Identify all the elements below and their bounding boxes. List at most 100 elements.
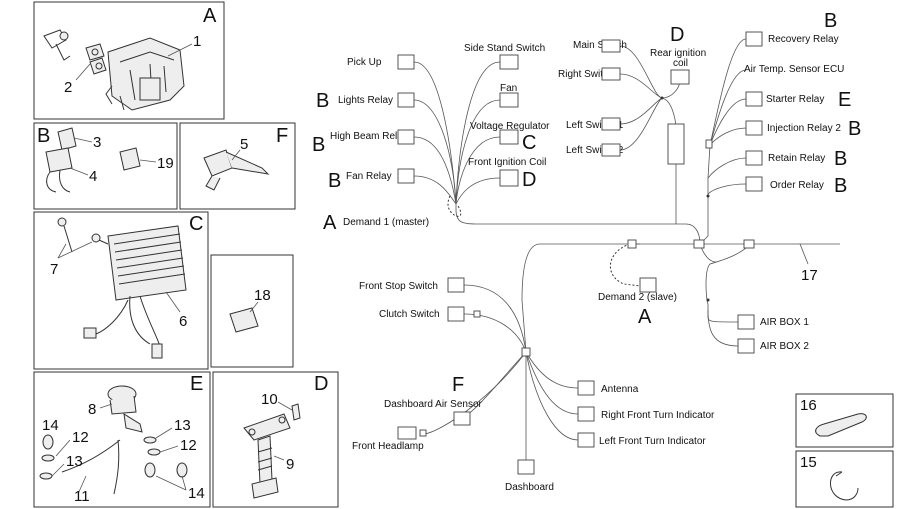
connector-starter-relay[interactable]: Starter Relay E [745,89,851,111]
callout-7: 7 [50,261,58,278]
relay-19-drawing [119,147,141,171]
strap-16-drawing [815,413,867,437]
label-front-ignition-coil: Front Ignition Coil [468,157,546,168]
panel-18: 18 [210,254,294,368]
connector-front-ignition-coil[interactable]: Front Ignition Coil D [468,157,546,191]
connector-dashboard-air-sensor[interactable]: F Dashboard Air Sensor [384,374,483,426]
panel-f: F 5 [179,122,296,210]
connector-rear-ignition-coil[interactable]: D Rear ignition coil [650,24,706,85]
callout-10: 10 [261,391,278,408]
label-air-temp-sensor-ecu: Air Temp. Sensor ECU [744,64,844,75]
callout-4: 4 [89,168,97,185]
ignition-coil-drawing [243,413,291,499]
connector-dashboard[interactable]: Dashboard [505,459,554,493]
label-lights-relay: Lights Relay [338,95,393,106]
nut-14-right-b [176,462,188,478]
label-demand-2: Demand 2 (slave) [598,292,677,303]
panel-a-frame [33,1,225,120]
callout-13b: 13 [174,417,191,434]
panel-18-frame [210,254,294,368]
air-sensor-drawing [203,149,270,191]
connector-antenna[interactable]: Antenna [577,380,639,396]
connector-clutch-switch[interactable]: Clutch Switch [379,306,481,322]
ecu-unit-drawing [105,37,185,111]
connector-side-stand-switch[interactable]: Side Stand Switch [464,43,545,70]
callout-2: 2 [64,79,72,96]
socket-wires-drawing [46,169,71,193]
connector-pick-up[interactable]: Pick Up [347,54,415,70]
letter-starter-relay: E [838,89,851,111]
connector-left-switch-1[interactable]: Left Switch 1 [566,117,624,131]
panel-c-frame [33,211,209,370]
letter-voltage-regulator: C [522,132,536,154]
bolt-10-drawing [291,403,301,421]
connector-left-front-turn-indicator[interactable]: Left Front Turn Indicator [577,432,706,448]
panel-e: E 8 14 12 13 11 13 12 14 [33,371,211,508]
starter-relay-drawing [107,385,143,433]
connector-right-switch[interactable]: Right Switch [558,67,621,81]
callout-9: 9 [286,456,294,473]
connector-lights-relay[interactable]: B Lights Relay [316,90,415,112]
label-front-stop-switch: Front Stop Switch [359,281,438,292]
connector-injection-relay-2[interactable]: Injection Relay 2 B [745,118,861,140]
letter-retain-relay: B [834,148,847,170]
connector-high-beam-relay[interactable]: B High Beam Relay [312,129,415,156]
connector-main-switch[interactable]: Main Switch [573,39,627,53]
panel-f-frame [179,122,296,210]
label-left-switch-1: Left Switch 1 [566,120,624,131]
label-right-front-turn-indicator: Right Front Turn Indicator [601,410,715,421]
label-demand-1: Demand 1 (master) [343,217,429,228]
connector-demand-1[interactable]: A Demand 1 (master) [323,212,429,234]
label-order-relay: Order Relay [770,180,824,191]
connector-recovery-relay[interactable]: Recovery Relay B [745,10,839,47]
nut-14-right-a [144,462,156,478]
label-injection-relay-2: Injection Relay 2 [767,123,841,134]
callout-1: 1 [193,33,201,50]
connector-air-box-2[interactable]: AIR BOX 2 [737,338,809,354]
label-side-stand-switch: Side Stand Switch [464,43,545,54]
panel-d-letter: D [314,373,328,395]
letter-demand-2: A [638,306,652,328]
connector-air-box-1[interactable]: AIR BOX 1 [737,314,809,330]
letter-rear-ignition-coil: D [670,24,684,46]
bolts-drawing [57,217,109,253]
clamp-15-drawing [830,471,859,501]
connector-air-temp-sensor-ecu[interactable]: Air Temp. Sensor ECU [744,64,844,75]
panel-c-letter: C [189,213,203,235]
letter-front-ignition-coil: D [522,169,536,191]
connector-right-front-turn-indicator[interactable]: Right Front Turn Indicator [577,406,715,422]
label-antenna: Antenna [601,384,639,395]
panel-16: 16 [795,393,894,448]
label-pick-up: Pick Up [347,57,382,68]
relay-socket-drawing [45,147,73,173]
right-connectors: Recovery Relay B Air Temp. Sensor ECU St… [744,10,861,197]
connector-demand-2[interactable]: Demand 2 (slave) A [598,277,677,328]
label-left-front-turn-indicator: Left Front Turn Indicator [599,436,706,447]
callout-6: 6 [179,313,187,330]
label-main-switch: Main Switch [573,40,627,51]
letter-fan-relay: B [328,170,341,192]
panel-a-letter: A [203,5,217,27]
panel-c: C 7 6 [33,211,209,370]
label-starter-relay: Starter Relay [766,94,824,105]
callout-12a: 12 [72,429,89,446]
connector-voltage-regulator[interactable]: Voltage Regulator C [470,121,550,154]
middle-connectors: Side Stand Switch Fan Voltage Regulator … [464,43,550,191]
letter-lights-relay: B [316,90,329,112]
connector-order-relay[interactable]: Order Relay B [745,175,847,197]
label-air-box-2: AIR BOX 2 [760,341,809,352]
connector-fan[interactable]: Fan [499,83,519,108]
label-fan: Fan [500,83,517,94]
label-dashboard-air-sensor: Dashboard Air Sensor [384,399,483,410]
letter-order-relay: B [834,175,847,197]
label-fan-relay: Fan Relay [346,171,392,182]
connector-front-headlamp[interactable]: Front Headlamp [352,426,427,452]
label-front-headlamp: Front Headlamp [352,441,424,452]
letter-recovery-relay: B [824,10,837,32]
connector-fan-relay[interactable]: B Fan Relay [328,168,415,192]
connector-retain-relay[interactable]: Retain Relay B [745,148,847,170]
connector-front-stop-switch[interactable]: Front Stop Switch [359,277,465,293]
letter-dashboard-air-sensor: F [452,374,464,396]
connector-left-switch-2[interactable]: Left Switch 2 [566,143,624,157]
